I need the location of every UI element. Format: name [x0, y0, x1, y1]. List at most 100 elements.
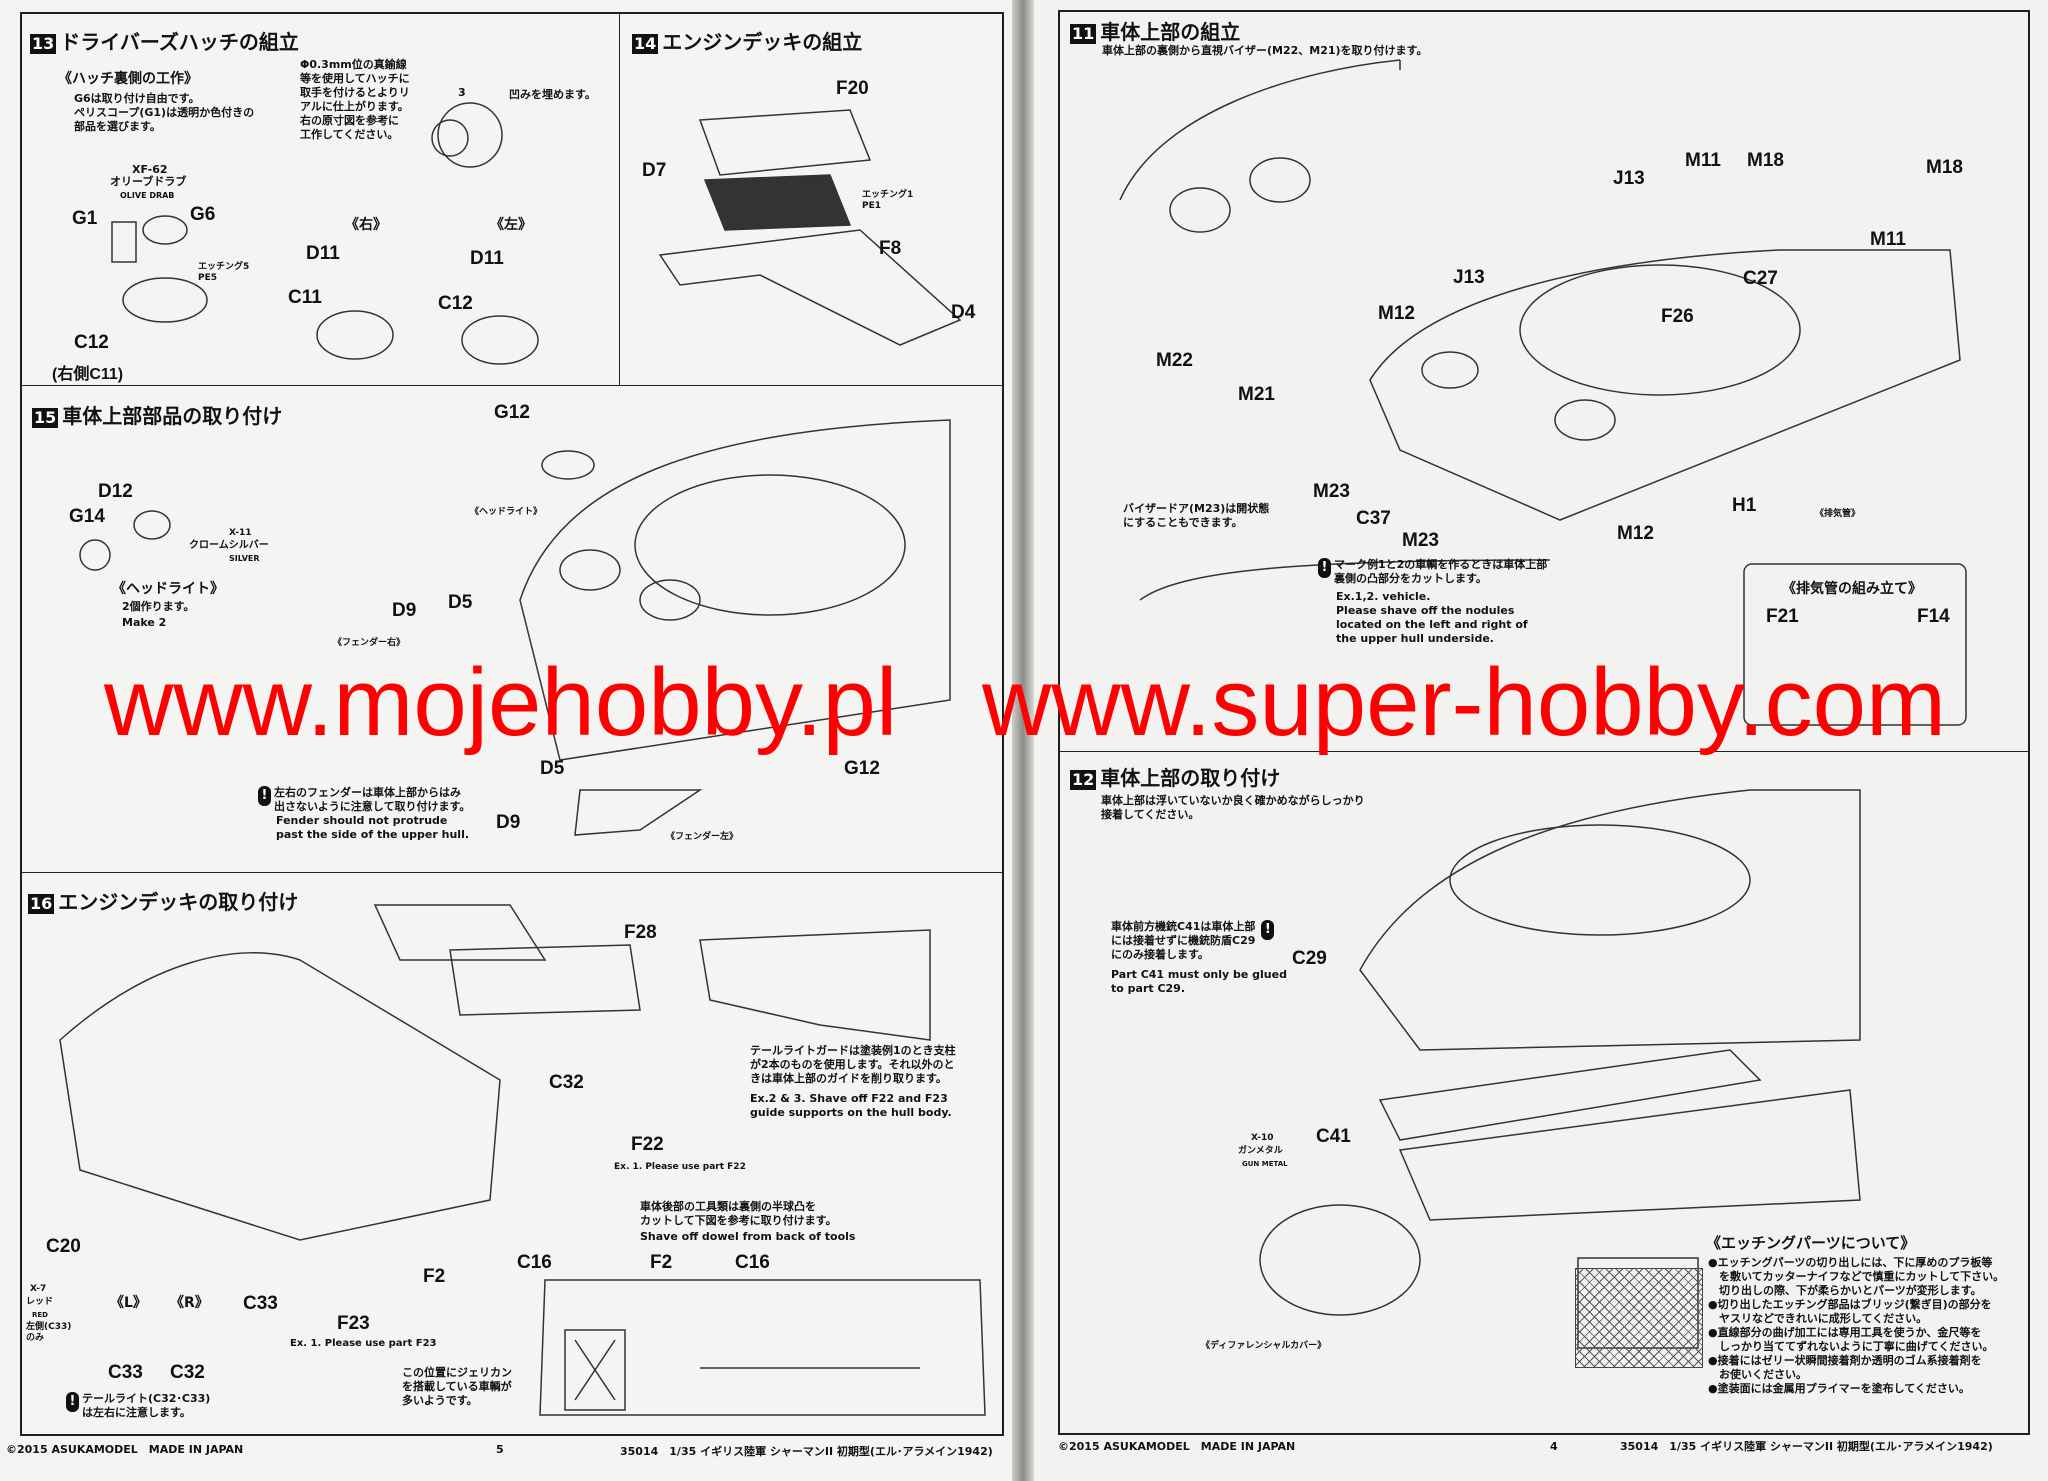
exhaust-box-title: 《排気管の組み立て》 [1782, 581, 1922, 597]
paint-code: XF-62 [132, 163, 168, 176]
part-label: M21 [1238, 384, 1275, 405]
part-label: C27 [1743, 268, 1778, 289]
part-label: D5 [540, 758, 565, 779]
product-line: 35014 1/35 イギリス陸軍 シャーマンII 初期型(エル･アラメイン19… [620, 1445, 993, 1458]
paint-name-en: GUN METAL [1242, 1160, 1288, 1168]
part-label: C33 [243, 1293, 278, 1314]
part-label: D11 [306, 243, 340, 264]
part-label: F23 [337, 1313, 370, 1334]
paint-name-jp: クロームシルバー [189, 540, 269, 551]
part-label: D5 [448, 592, 473, 613]
part-label: G12 [844, 758, 880, 779]
make-two-en: Make 2 [122, 616, 167, 629]
photo-etch-label: エッチング5 PE5 [198, 262, 250, 283]
product-line: 35014 1/35 イギリス陸軍 シャーマンII 初期型(エル･アラメイン19… [1620, 1440, 1993, 1453]
right-label: 《右》 [345, 217, 387, 233]
part-label: J13 [1453, 267, 1485, 288]
part-label: M12 [1378, 303, 1415, 324]
paint-name-jp: レッド [26, 1297, 54, 1307]
step-title-text: 車体上部の組立 [1100, 20, 1241, 44]
warning-jp: 左右のフェンダーは車体上部からはみ 出さないように注意して取り付けます。 [274, 786, 471, 813]
fender-right-label: 《フェンダー右》 [333, 638, 406, 648]
f22-note: Ex. 1. Please use part F22 [614, 1162, 746, 1172]
pe-instruction: ●エッチングパーツの切り出しには、下に厚めのプラ板等 を敷いてカッターナイフなど… [1708, 1256, 2005, 1297]
step-number: 16 [28, 894, 55, 914]
right-tail-label: 《R》 [170, 1295, 209, 1311]
part-label: C11 [288, 287, 322, 308]
part-label: D9 [496, 812, 521, 833]
part-label: G6 [190, 204, 216, 225]
part-label: C16 [735, 1252, 770, 1273]
tail-warning-text: テールライト(C32･C33) は左右に注意します。 [82, 1392, 211, 1419]
hatch-underside-subtitle: 《ハッチ裏側の工作》 [58, 71, 198, 87]
part-label: C32 [549, 1072, 584, 1093]
paint-name-jp: ガンメタル [1238, 1146, 1283, 1156]
part-label: M18 [1926, 157, 1963, 178]
pe-instruction: ●接着にはゼリー状瞬間接着剤か透明のゴム系接着剤を お使いください。 [1708, 1354, 1982, 1381]
headlight-label: 《ヘッドライト》 [112, 581, 224, 597]
tail-guard-note-en: Ex.2 & 3. Shave off F22 and F23 guide su… [750, 1092, 952, 1119]
watermark-right: www.super-hobby.com [982, 649, 1946, 756]
part-label: C37 [1356, 508, 1391, 529]
headlight-label-2: 《ヘッドライト》 [470, 507, 543, 517]
part-label: C12 [438, 293, 473, 314]
tools-note-jp: 車体後部の工具類は裏側の半球凸を カットして下図を参考に取り付けます。 [640, 1200, 837, 1227]
paint-code: X-10 [1251, 1133, 1274, 1143]
step-number: 14 [632, 34, 659, 54]
exhaust-label: 《排気管》 [1815, 509, 1861, 519]
fender-warning: !左右のフェンダーは車体上部からはみ 出さないように注意して取り付けます。Fen… [258, 786, 470, 842]
paint-code: X-11 [229, 528, 252, 538]
visor-note: バイザードア(M23)は開状態 にすることもできます。 [1123, 502, 1270, 529]
c41-warning: 車体前方機銃C41は車体上部 には接着せずに機銃防盾C29 にのみ接着します。!… [1111, 920, 1287, 996]
part-label: F22 [631, 1134, 664, 1155]
photo-etch-title: 《エッチングパーツについて》 [1706, 1234, 1916, 1252]
part-label: C12 [74, 332, 109, 353]
page-number: 5 [496, 1443, 504, 1456]
part-label: M22 [1156, 350, 1193, 371]
differential-cover-label: 《ディファレンシャルカバー》 [1201, 1341, 1327, 1351]
left-label: 《左》 [490, 217, 532, 233]
dimension-label: 3 [458, 86, 466, 99]
part-label: F8 [879, 238, 902, 259]
part-label: F20 [836, 78, 869, 99]
step-title-text: 車体上部部品の取り付け [62, 404, 283, 428]
watermark-left: www.mojehobby.pl [104, 649, 898, 756]
left-page [0, 0, 1015, 1481]
warning-icon: ! [1261, 920, 1275, 940]
part-label: M12 [1617, 523, 1654, 544]
paint-code: X-7 [30, 1284, 47, 1294]
step-number: 15 [32, 408, 59, 428]
pe-instruction: ●直線部分の曲げ加工には専用工具を使うか、金尺等を しっかり当ててずれないように… [1708, 1326, 1994, 1353]
part-label: F14 [1917, 606, 1950, 627]
warning-icon: ! [1318, 558, 1331, 578]
part-label: C16 [517, 1252, 552, 1273]
part-label: F28 [624, 922, 657, 943]
copyright: ©2015 ASUKAMODEL MADE IN JAPAN [1058, 1440, 1296, 1453]
page-number: 4 [1550, 1440, 1558, 1453]
part-label: D11 [470, 248, 504, 269]
part-label: C32 [170, 1362, 205, 1383]
photo-etch-label: エッチング1 PE1 [862, 190, 914, 211]
step-number: 11 [1070, 24, 1097, 44]
pe-instruction: ●塗装面には金属用プライマーを塗布してください。 [1708, 1382, 1970, 1395]
fender-left-label: 《フェンダー左》 [666, 832, 739, 842]
warning-icon: ! [258, 786, 271, 806]
paint-name-en: SILVER [229, 554, 260, 563]
step-title-text: エンジンデッキの取り付け [58, 890, 299, 914]
part-label: G1 [72, 208, 98, 229]
part-label: C33 [108, 1362, 143, 1383]
part-label: F2 [423, 1266, 446, 1287]
paint-name-jp: オリーブドラブ [110, 175, 187, 188]
part-label: D7 [642, 160, 667, 181]
nodules-note-jp: マーク例1と2の車輌を作るときは車体上部 裏側の凸部分をカットします。 [1334, 558, 1548, 585]
step-16-panel [20, 872, 1004, 1436]
tail-guard-note-jp: テールライトガードは塗装例1のとき支柱 が2本のものを使用します。それ以外のと … [750, 1044, 956, 1085]
part-label: D9 [392, 600, 417, 621]
part-label: D12 [98, 481, 133, 502]
part-label: C41 [1316, 1126, 1351, 1147]
